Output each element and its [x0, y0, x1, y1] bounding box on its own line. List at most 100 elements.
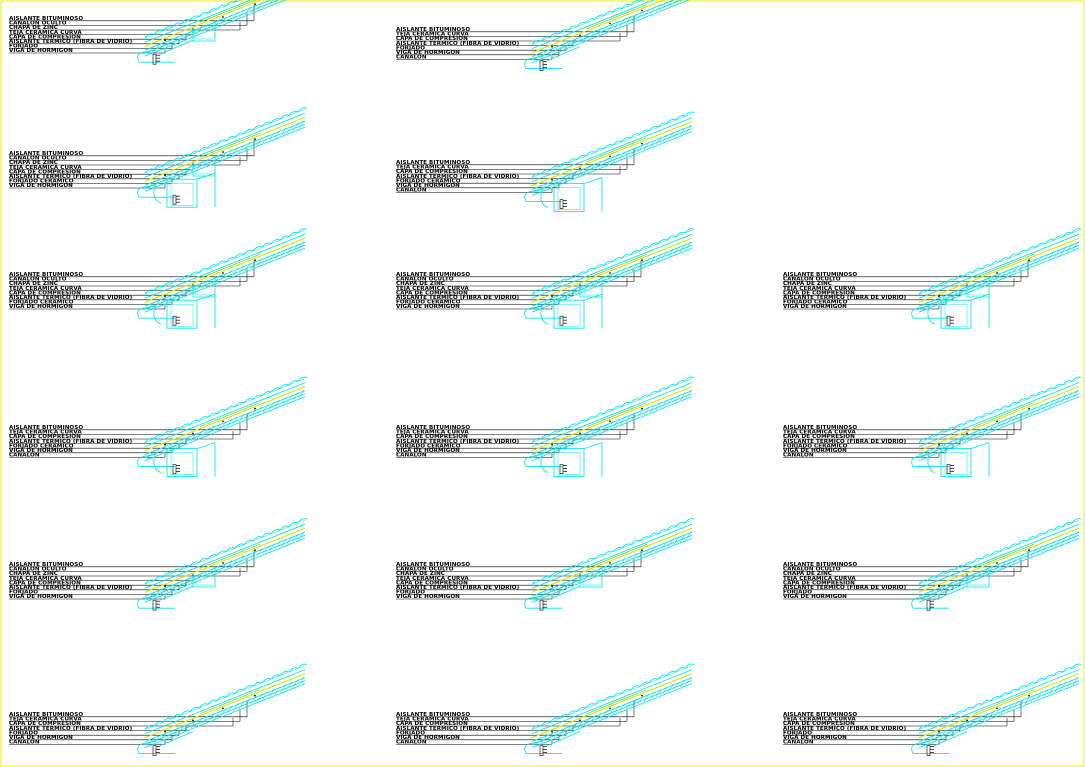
slab-hatch: [226, 149, 233, 158]
roof-layer-line: [531, 396, 693, 461]
slab-hatch: [166, 38, 173, 47]
slab-hatch: [625, 700, 632, 710]
slab-hatch: [220, 151, 227, 160]
fixing-point: [609, 155, 611, 158]
slab-hatch: [934, 732, 941, 741]
slab-hatch: [244, 698, 251, 707]
beam-line: [546, 585, 581, 601]
callout-label: CAPA DE COMPRESION: [9, 580, 81, 586]
slab-hatch: [934, 586, 941, 595]
callout-label: FORJADO CERAMICO: [396, 443, 461, 449]
slab-hatch: [547, 180, 554, 189]
slab-hatch: [655, 253, 662, 262]
callout-label: AISLANTE TERMICO (FIBRA DE VIDRIO): [396, 295, 520, 301]
slab-hatch: [988, 565, 995, 574]
slab-hatch: [208, 712, 215, 722]
slab-hatch: [637, 409, 644, 418]
zinc-sheet: [968, 575, 987, 586]
callout-label: CAPA DE COMPRESION: [9, 434, 81, 440]
slab-hatch: [595, 567, 602, 576]
roof-layer-line: [918, 393, 1080, 458]
slab-hatch: [589, 30, 596, 39]
concrete-beam: [940, 448, 972, 478]
callout-label: VIGA DE HORMIGON: [783, 735, 847, 741]
callout-label: VIGA DE HORMIGON: [9, 48, 73, 54]
slab-hatch: [559, 727, 566, 736]
slab-hatch: [178, 33, 185, 42]
roof-layer-line: [144, 523, 306, 589]
callout-label: CHAPA DE ZINC: [783, 281, 832, 287]
slab-hatch: [649, 404, 656, 413]
hidden-gutter: [579, 277, 603, 298]
insulation-layer: [144, 527, 306, 593]
slab-hatch: [1006, 703, 1013, 712]
slab-hatch: [172, 727, 179, 736]
slab-hatch: [190, 433, 197, 442]
slab-hatch: [1024, 696, 1031, 705]
beam-top-line: [583, 293, 603, 301]
slab-hatch: [928, 734, 935, 743]
fixing-point: [996, 272, 998, 274]
roof-layer-line: [144, 396, 306, 461]
roof-layer-line: [918, 683, 1080, 748]
slab-hatch: [547, 445, 554, 454]
roof-layer-line: [918, 519, 1080, 585]
beam-top-line: [970, 293, 990, 301]
slab-hatch: [196, 161, 203, 170]
eave-edge: [137, 305, 156, 319]
zinc-sheet: [581, 575, 600, 586]
slab-hatch: [1054, 397, 1061, 406]
slab-hatch: [1030, 406, 1037, 415]
slab-hatch: [661, 1, 668, 10]
section-mark: [946, 315, 951, 326]
roof-layer-line: [531, 229, 693, 295]
section-mark: [172, 315, 177, 326]
slab-hatch: [613, 270, 620, 279]
slab-hatch: [643, 258, 650, 267]
membrane-line: [973, 543, 1035, 569]
slab-hatch: [1012, 700, 1019, 710]
slab-hatch: [565, 724, 572, 734]
zinc-sheet: [581, 285, 600, 296]
slab-hatch: [667, 538, 674, 547]
slab-hatch: [571, 577, 578, 586]
slab-hatch: [541, 734, 548, 743]
fixing-point: [579, 167, 581, 170]
roof-layer-line: [918, 680, 1080, 745]
roof-layer-line: [918, 537, 1080, 603]
slab-hatch: [1054, 248, 1061, 257]
slab-hatch: [571, 287, 578, 296]
slab-hatch: [649, 545, 656, 555]
slab-hatch: [535, 591, 542, 600]
callout-label: CAPA DE COMPRESION: [396, 580, 468, 586]
beam-curve: [927, 454, 936, 473]
slab-hatch: [1042, 688, 1049, 698]
slab-hatch: [553, 729, 560, 738]
slab-hatch: [184, 722, 191, 731]
slab-hatch: [631, 411, 638, 420]
slab-hatch: [988, 423, 995, 432]
roof-layer-line: [144, 0, 287, 57]
slab-hatch: [292, 243, 299, 253]
roof-layer-line: [144, 393, 306, 458]
roof-layer-line: [531, 131, 693, 196]
callout-label: AISLANTE BITUMINOSO: [783, 425, 857, 431]
roof-layer-line: [531, 378, 693, 443]
slab-hatch: [1036, 691, 1043, 700]
beam-curve: [153, 306, 162, 325]
beam-inner: [557, 452, 581, 475]
roof-layer-line: [144, 665, 306, 730]
hidden-gutter: [579, 567, 603, 588]
slab-hatch: [1066, 243, 1073, 253]
callout-label: TEJA CERAMICA CURVA: [396, 430, 469, 436]
slab-hatch: [655, 543, 662, 552]
slab-hatch: [148, 591, 155, 600]
slab-hatch: [601, 565, 608, 574]
slab-hatch: [1072, 389, 1079, 399]
slab-hatch: [934, 296, 941, 305]
slab-hatch: [577, 720, 584, 729]
